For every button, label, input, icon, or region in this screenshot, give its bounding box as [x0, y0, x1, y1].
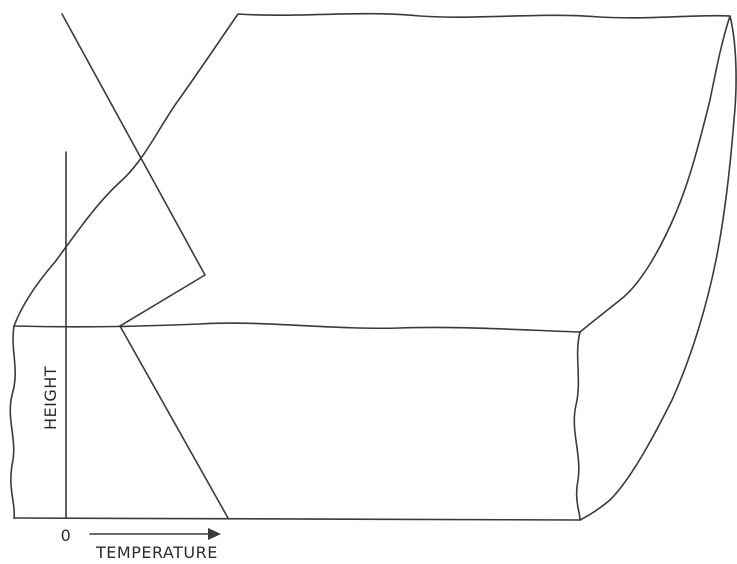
block-right-face-outline: [580, 16, 736, 520]
block-front-left-edge: [10, 326, 15, 518]
temperature-profile-upper: [62, 14, 205, 326]
block-front-right-edge: [574, 332, 580, 520]
origin-label: 0: [61, 526, 72, 545]
height-axis-label: HEIGHT: [41, 366, 60, 430]
temperature-profile-lower: [120, 326, 228, 518]
block-bottom-edge: [14, 518, 580, 520]
block-top-face-outline: [14, 14, 730, 332]
temperature-axis-arrowhead: [208, 528, 221, 540]
temperature-axis-label: TEMPERATURE: [95, 543, 218, 562]
